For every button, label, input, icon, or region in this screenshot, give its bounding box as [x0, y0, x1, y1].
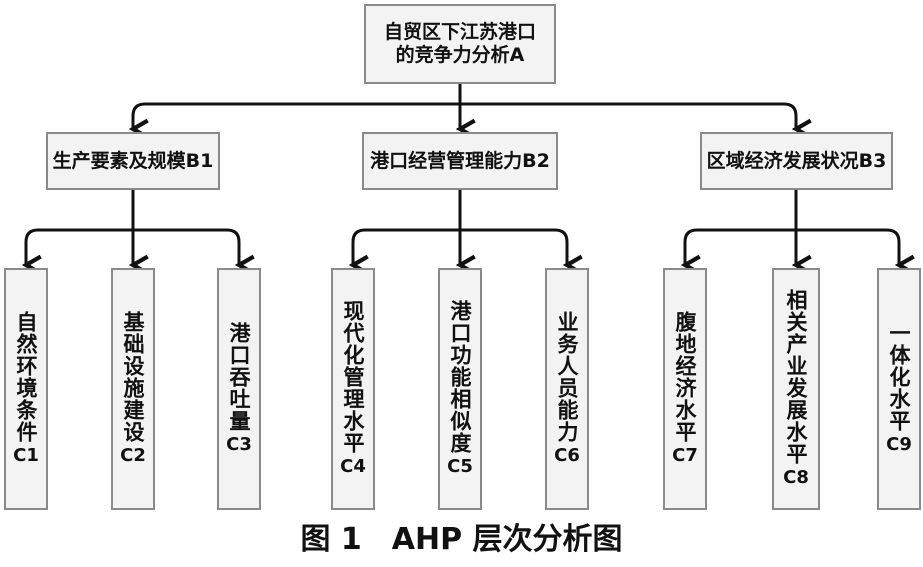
- indicator-label-c5: 港口功能相似度: [448, 300, 472, 454]
- indicator-label-c1: 自然环境条件: [14, 311, 38, 443]
- criterion-node-b1: 生产要素及规模B1: [46, 132, 220, 190]
- goal-label: 自贸区下江苏港口的竞争力分析A: [383, 21, 536, 66]
- b3-connector: [685, 190, 899, 265]
- indicator-node-c1: 自然环境条件 C1: [4, 268, 48, 510]
- indicator-node-c4: 现代化管理水平 C4: [331, 268, 375, 510]
- indicator-node-c6: 业务人员能力 C6: [545, 268, 589, 510]
- indicator-node-c7: 腹地经济水平 C7: [663, 268, 707, 510]
- indicator-node-c9: 一体化水平 C9: [877, 268, 921, 510]
- indicator-code-c9: C9: [886, 434, 912, 455]
- b1-connector: [26, 190, 239, 265]
- indicator-code-c7: C7: [672, 445, 698, 466]
- indicator-node-c8: 相关产业发展水平 C8: [772, 268, 820, 510]
- indicator-label-c3: 港口吞吐量: [227, 322, 251, 432]
- indicator-code-c2: C2: [120, 445, 146, 466]
- indicator-label-c7: 腹地经济水平: [673, 311, 697, 443]
- indicator-label-c6: 业务人员能力: [555, 311, 579, 443]
- indicator-node-c5: 港口功能相似度 C5: [438, 268, 482, 510]
- indicator-label-c4: 现代化管理水平: [341, 300, 365, 454]
- criterion-node-b2: 港口经营管理能力B2: [362, 132, 558, 190]
- criterion-label-b3: 区域经济发展状况B3: [706, 149, 887, 172]
- indicator-node-c2: 基础设施建设 C2: [111, 268, 155, 510]
- goal-node: 自贸区下江苏港口的竞争力分析A: [364, 4, 556, 84]
- indicator-label-c2: 基础设施建设: [121, 311, 145, 443]
- indicator-label-c8: 相关产业发展水平: [784, 289, 808, 465]
- indicator-code-c8: C8: [783, 467, 809, 488]
- figure-caption: 图 1 AHP 层次分析图: [300, 522, 623, 557]
- indicator-code-c3: C3: [226, 434, 252, 455]
- criterion-label-b2: 港口经营管理能力B2: [370, 149, 550, 172]
- criterion-node-b3: 区域经济发展状况B3: [700, 132, 893, 190]
- indicator-code-c4: C4: [340, 456, 366, 477]
- indicator-node-c3: 港口吞吐量 C3: [217, 268, 261, 510]
- indicator-code-c1: C1: [13, 445, 39, 466]
- indicator-code-c5: C5: [447, 456, 473, 477]
- indicator-label-c9: 一体化水平: [887, 322, 911, 432]
- criterion-label-b1: 生产要素及规模B1: [52, 149, 214, 172]
- root-connector: [133, 84, 796, 129]
- indicator-code-c6: C6: [554, 445, 580, 466]
- b2-connector: [353, 190, 567, 265]
